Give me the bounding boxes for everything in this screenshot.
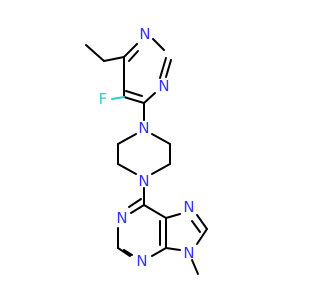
bond-c6-n1 bbox=[123, 43, 138, 58]
bond-purine-c6-n1 bbox=[130, 204, 145, 214]
bond-purine-n9-c4 bbox=[165, 247, 181, 251]
bond-ethyl-ch3-ch2 bbox=[85, 44, 105, 62]
atom-labels: N N F N N N N N N bbox=[99, 25, 195, 270]
bond-n3-c4 bbox=[143, 92, 156, 104]
bond-pip-n-top-left bbox=[117, 133, 137, 145]
bond-purine-n9-methyl bbox=[191, 259, 199, 275]
bond-ethyl-ch2-c6 bbox=[103, 56, 125, 62]
bond-n1-c2 bbox=[152, 38, 165, 51]
bonds bbox=[85, 38, 208, 275]
atom-piperazine-n-top: N bbox=[138, 119, 149, 137]
bond-purine-n7-c8 bbox=[196, 214, 208, 230]
atom-pyrimidine-n3: N bbox=[158, 77, 169, 95]
atom-purine-n7: N bbox=[183, 198, 194, 216]
bond-purine-c2-n3-double bbox=[123, 249, 133, 256]
atom-fluorine: F bbox=[99, 90, 108, 108]
bond-c2-n3 bbox=[159, 57, 167, 79]
bond-purine-n3-c4 bbox=[151, 247, 167, 257]
bond-purine-c2-n3 bbox=[117, 247, 131, 257]
bond-c2-n3-double bbox=[165, 59, 172, 78]
bond-pip-n-top-right bbox=[151, 133, 171, 145]
bond-purine-c6-n1-double bbox=[128, 198, 142, 208]
atom-pyrimidine-n1: N bbox=[139, 25, 150, 43]
atom-purine-n1: N bbox=[116, 209, 127, 227]
bond-purine-c5-c6 bbox=[143, 204, 167, 219]
atom-purine-n3: N bbox=[136, 252, 147, 270]
bond-purine-c5-n7 bbox=[165, 213, 181, 219]
molecule-structure-diagram: N N F N N N N N N bbox=[85, 25, 208, 275]
atom-purine-n9: N bbox=[183, 244, 194, 262]
atom-piperazine-n-bottom: N bbox=[138, 172, 149, 190]
bond-c5-f bbox=[111, 96, 125, 100]
bond-c4-c5 bbox=[123, 96, 145, 104]
bond-c4-c5-double bbox=[125, 90, 143, 97]
bond-purine-n7-c8-double bbox=[191, 220, 201, 233]
bond-purine-c8-n9 bbox=[196, 228, 208, 245]
bond-pip-right-n-bottom bbox=[151, 163, 171, 175]
bond-c6-n1-double bbox=[128, 50, 139, 62]
bond-pip-left-n-bottom bbox=[117, 163, 137, 175]
